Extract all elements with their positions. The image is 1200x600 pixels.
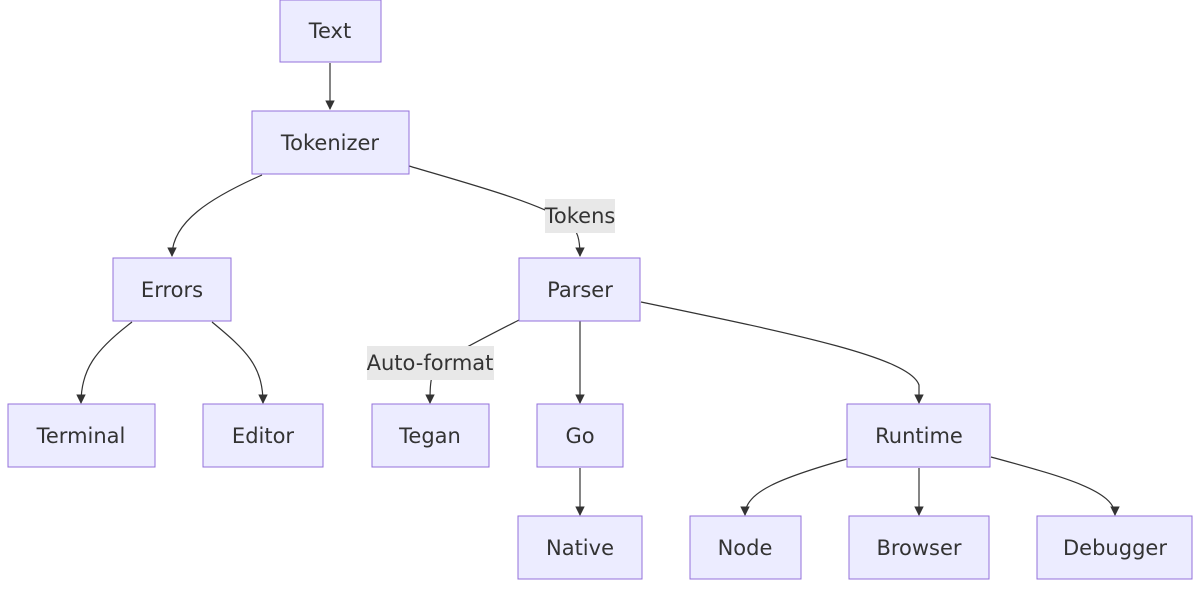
node-tegan[interactable]: Tegan [371, 403, 490, 468]
svg-text:Go: Go [565, 424, 594, 448]
edge-labels-layer: Tokens Auto-format [367, 199, 616, 380]
node-text[interactable]: Text [279, 0, 382, 63]
node-debugger[interactable]: Debugger [1036, 515, 1193, 580]
svg-text:Node: Node [718, 536, 773, 560]
svg-text:Browser: Browser [876, 536, 961, 560]
edge-label-auto-format: Auto-format [367, 346, 494, 380]
svg-text:Tokenizer: Tokenizer [280, 131, 380, 155]
node-node[interactable]: Node [689, 515, 802, 580]
nodes-layer: Text Tokenizer Errors Parser Terminal Ed… [7, 0, 1193, 580]
node-runtime[interactable]: Runtime [846, 403, 991, 468]
edge-parser-runtime [640, 301, 924, 404]
svg-text:Native: Native [546, 536, 614, 560]
svg-text:Errors: Errors [141, 278, 203, 302]
node-errors[interactable]: Errors [112, 257, 232, 322]
svg-text:Terminal: Terminal [36, 424, 126, 448]
svg-text:Tokens: Tokens [544, 204, 616, 228]
svg-text:Editor: Editor [232, 424, 295, 448]
edge-label-tokens: Tokens [544, 199, 616, 233]
edge-tokenizer-errors [167, 174, 263, 257]
node-native[interactable]: Native [517, 515, 643, 580]
svg-text:Tegan: Tegan [398, 424, 461, 448]
node-go[interactable]: Go [536, 403, 624, 468]
edge-runtime-debugger [990, 456, 1120, 516]
svg-text:Debugger: Debugger [1063, 536, 1167, 560]
svg-text:Text: Text [308, 19, 351, 43]
node-editor[interactable]: Editor [202, 403, 324, 468]
edge-runtime-node [740, 458, 848, 516]
edge-errors-terminal [76, 321, 133, 404]
svg-text:Runtime: Runtime [875, 424, 963, 448]
edge-errors-editor [211, 321, 268, 404]
node-browser[interactable]: Browser [848, 515, 990, 580]
svg-text:Auto-format: Auto-format [367, 351, 494, 375]
node-tokenizer[interactable]: Tokenizer [251, 110, 410, 175]
svg-text:Parser: Parser [547, 278, 613, 302]
node-parser[interactable]: Parser [518, 257, 641, 322]
node-terminal[interactable]: Terminal [7, 403, 156, 468]
